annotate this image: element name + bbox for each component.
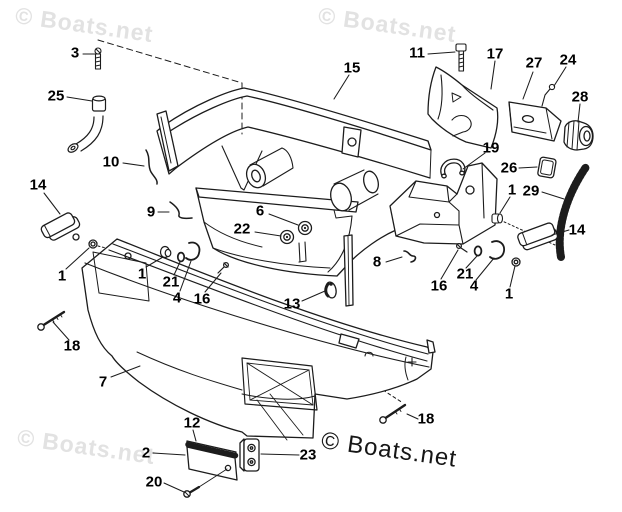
vent-tube-25 [66,96,105,154]
mount-plate-17 [428,67,498,148]
callout-28: 28 [571,88,589,106]
callout-26: 26 [500,159,518,177]
mount-14-right [517,222,559,252]
bushing-1-right [492,214,503,223]
callout-1: 1 [507,181,517,199]
oring-21-left [178,253,184,262]
clamp-19 [442,161,464,178]
mount-14-left [40,210,81,243]
upper-cowl-15 [157,88,431,190]
bracket-23 [240,439,259,471]
link-8 [404,251,415,262]
callout-9: 9 [146,203,156,221]
callout-7: 7 [98,373,108,391]
callout-25: 25 [47,87,65,105]
callout-16: 16 [430,277,448,295]
callout-11: 11 [409,44,425,62]
callout-4: 4 [469,277,479,295]
lower-cowl-7 [82,239,435,438]
screw-24 [542,84,555,106]
callout-2: 2 [141,444,151,462]
callout-6: 6 [255,202,265,220]
callout-21: 21 [162,273,180,291]
callout-3: 3 [70,44,80,62]
callout-12: 12 [183,414,201,432]
clip-4-left [186,243,199,260]
plate-12 [187,441,237,480]
screw-20 [184,469,227,497]
muffler-tube-left [243,148,293,190]
callout-17: 17 [486,45,504,63]
callout-23: 23 [299,446,317,464]
grommet-22 [281,231,294,244]
callout-19: 19 [482,139,500,157]
callout-16: 16 [193,290,211,308]
bellows-28 [564,121,593,150]
bolt-3 [95,48,101,69]
bolt-18-right [380,405,405,423]
callout-1: 1 [504,285,514,303]
washer-1-center [161,247,171,258]
callout-13: 13 [283,295,301,313]
screw-16-left [218,263,228,273]
transom-bracket [344,163,497,306]
callout-24: 24 [559,51,577,69]
callout-8: 8 [372,253,382,271]
inner-exhaust-housing [196,148,396,276]
screw-16-right [457,244,467,252]
callout-1: 1 [57,267,67,285]
muffler-tube-right [328,170,381,218]
nut-1-right [512,258,520,266]
gasket-26 [537,157,556,178]
callout-27: 27 [525,54,543,72]
callout-18: 18 [63,337,81,355]
callout-4: 4 [172,289,182,307]
callout-10: 10 [102,153,120,171]
callout-29: 29 [522,182,540,200]
callout-21: 21 [456,265,474,283]
nut-1-left [89,240,97,248]
seal-10 [146,150,157,184]
callout-1: 1 [137,265,147,283]
seal-9 [170,202,192,218]
leader-lines [44,52,580,492]
callout-18: 18 [417,410,435,428]
air-intake-box-27 [509,102,561,141]
clip-4-right [490,241,504,259]
bolt-18-left [38,312,64,330]
grommet-6 [299,222,312,235]
grommet-13 [324,281,337,299]
callout-22: 22 [233,220,251,238]
callout-20: 20 [145,473,163,491]
bolt-11 [456,44,466,71]
oring-21-right [475,246,482,255]
spring-29 [560,167,586,257]
callout-14: 14 [568,221,586,239]
callout-14: 14 [29,176,47,194]
cowl-to-bracket-lines [257,394,303,440]
callout-15: 15 [343,59,361,77]
